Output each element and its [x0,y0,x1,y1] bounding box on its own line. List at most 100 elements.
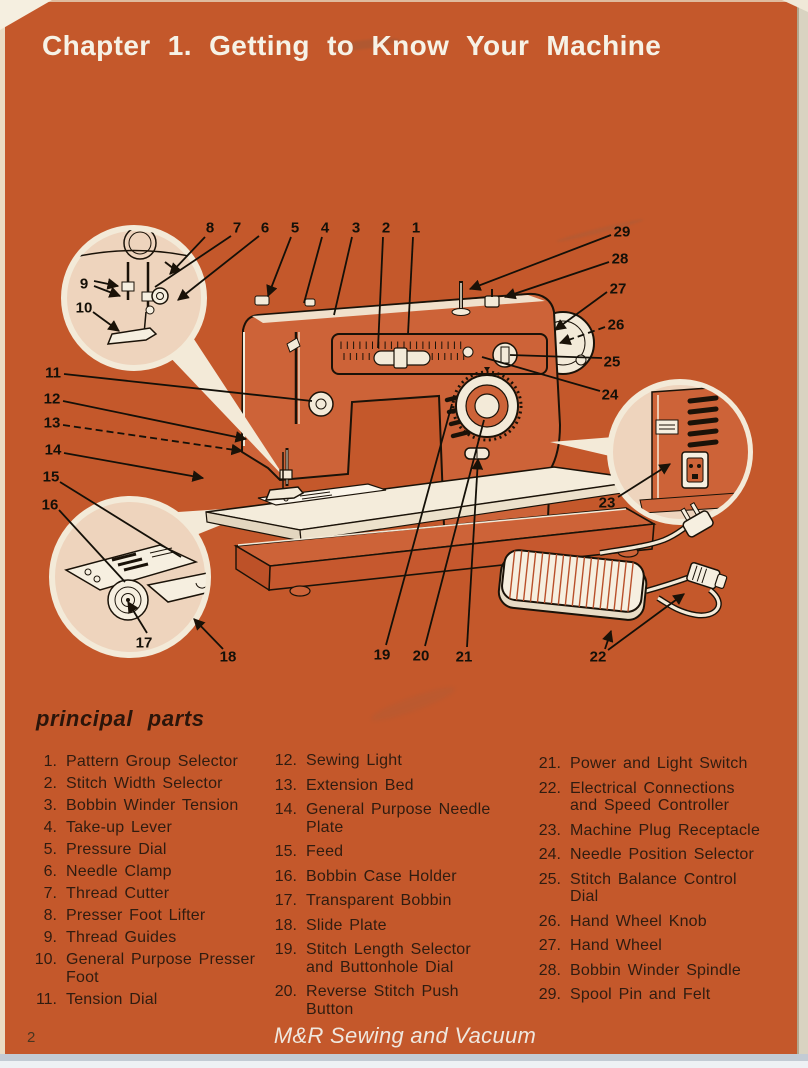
parts-list-item: 18.Slide Plate [270,917,515,935]
part-label: General Purpose Presser Foot [66,951,256,986]
callout-number: 27 [610,281,627,298]
part-number: 22. [538,779,561,797]
part-number: 1. [43,753,57,770]
callout-number: 20 [413,648,430,665]
part-number: 15. [274,843,297,860]
callout-number: 25 [604,354,621,371]
parts-list-item: 26.Hand Wheel Knob [534,913,794,931]
callout-number: 18 [220,649,237,666]
callout-number: 28 [612,251,629,268]
callout-number: 26 [608,317,625,334]
parts-list-item: 17. Transparent Bobbin [270,892,515,910]
part-number: 5. [43,841,57,858]
part-number: 14. [274,801,297,818]
callout-number: 2 [382,220,390,237]
parts-list-item: 27.Hand Wheel [534,937,794,955]
scan-edge-right [797,0,808,1058]
parts-list-item: 29. Spool Pin and Felt [534,986,794,1004]
parts-list-item: 23.Machine Plug Receptacle [534,822,794,840]
part-label: Stitch Balance Control Dial [570,870,737,906]
part-label: Tension Dial [66,990,158,1008]
watermark: M&R Sewing and Vacuum [273,1023,537,1048]
callout-number: 16 [42,497,59,514]
part-number: 29. [538,986,561,1003]
parts-list-item: 8.Presser Foot Lifter [30,907,280,925]
callout-number: 17 [136,635,153,652]
part-number: 4. [43,819,57,836]
parts-list-item: 16.Bobbin Case Holder [270,868,515,886]
callout-number: 22 [590,649,607,666]
scan-edge-left [0,0,5,1060]
part-label: Hand Wheel [570,937,663,954]
part-number: 13. [274,776,297,794]
part-label: Reverse Stitch Push Button [306,983,459,1018]
callout-number: 6 [261,220,269,237]
callout-number: 23 [599,495,616,512]
parts-list-item: 10. General Purpose Presser Foot [30,951,280,986]
parts-column-1: 1. Pattern Group Selector 2. Stitch Width S… [30,753,280,1013]
scan-edge-bottom [0,1054,808,1061]
part-number: 20. [274,983,297,1000]
part-number: 9. [43,929,57,946]
parts-list-item: 28.Bobbin Winder Spindle [534,962,794,980]
part-number: 21. [538,755,561,772]
parts-list-item: 15. Feed [270,843,515,861]
parts-list-item: 11.Tension Dial [30,991,280,1009]
parts-list-item: 25.Stitch Balance Control Dial [534,871,794,906]
part-label: Electrical Connections and Speed Control… [570,779,735,815]
part-label: Extension Bed [306,776,414,794]
part-number: 3. [43,797,57,814]
callout-number: 11 [45,365,61,382]
parts-list-item: 1. Pattern Group Selector [30,753,280,771]
machine-plug-connector [686,561,728,590]
page-title: Chapter 1. Getting to Know Your Machine [42,30,662,61]
foot-controller-art [497,501,728,621]
part-label: Bobbin Winder Tension [66,797,239,814]
part-label: Slide Plate [306,916,387,934]
part-number: 17. [274,892,297,909]
part-label: General Purpose Needle Plate [306,801,491,836]
scan-edge-bottom-outer [0,1061,808,1068]
part-label: Spool Pin and Felt [570,986,711,1003]
parts-list-item: 12. Sewing Light [270,752,515,770]
callout-number: 5 [291,220,299,237]
parts-list-item: 24.Needle Position Selector [534,846,794,864]
parts-list-item: 5. Pressure Dial [30,841,280,859]
part-number: 6. [43,863,57,880]
callout-number: 3 [352,220,360,237]
callout-number: 9 [80,276,88,293]
part-number: 12. [274,752,297,769]
part-number: 23. [538,821,561,839]
part-number: 10. [34,951,57,968]
inset-plug-receptacle [607,379,753,525]
part-label: Feed [306,843,344,860]
part-label: Take-up Lever [66,819,172,836]
parts-list-item: 20. Reverse Stitch Push Button [270,983,515,1018]
part-label: Presser Foot Lifter [66,907,206,924]
part-label: Bobbin Case Holder [306,867,457,885]
callout-number: 13 [44,415,61,432]
part-label: Sewing Light [306,752,403,769]
part-label: Pattern Group Selector [66,753,239,770]
part-label: Stitch Width Selector [66,775,223,792]
part-label: Thread Cutter [66,885,170,902]
part-label: Power and Light Switch [570,755,748,772]
part-label: Pressure Dial [66,841,167,858]
page-number: 2 [27,1029,36,1046]
part-label: Hand Wheel Knob [570,912,707,930]
parts-column-3: 21. Power and Light Switch 22. Electrical C… [534,755,794,1011]
parts-list-item: 14. General Purpose Needle Plate [270,801,515,836]
callout-number: 12 [44,391,61,408]
part-number: 24. [538,846,561,863]
callout-number: 8 [206,220,214,237]
part-label: Transparent Bobbin [306,892,452,909]
part-number: 2. [43,775,57,792]
wall-plug [680,501,714,538]
callout-number: 21 [456,649,473,666]
part-label: Thread Guides [66,929,177,946]
needle-assembly-art [264,448,305,501]
part-label: Bobbin Winder Spindle [570,961,741,979]
part-label: Needle Clamp [66,863,172,880]
